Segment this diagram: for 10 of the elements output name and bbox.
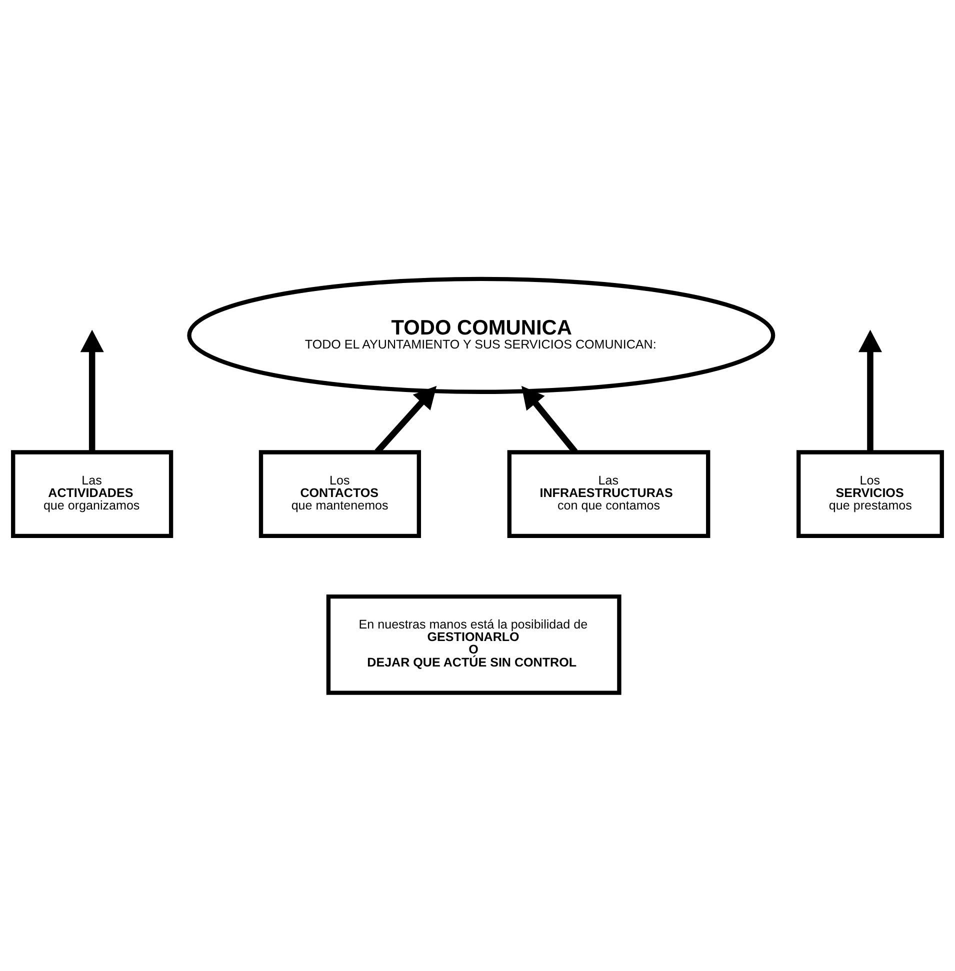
node-box: Las ACTIVIDADES que organizamos <box>11 450 174 538</box>
node-box: Los SERVICIOS que prestamos <box>796 450 944 538</box>
arrow <box>80 329 104 452</box>
node-box: Las INFRAESTRUCTURAS con que contamos <box>507 450 710 538</box>
arrow <box>374 385 437 454</box>
node-box: Los CONTACTOS que mantenemos <box>258 450 422 538</box>
node-ellipse: TODO COMUNICA TODO EL AYUNTAMIENTO Y SUS SERVICIOS COMUNICAN: <box>187 276 776 394</box>
arrow <box>521 385 578 454</box>
node-box: En nuestras manos está la posibilidad de GESTIONARLO O DEJAR QUE ACTÚE SIN CONTROL <box>326 594 622 694</box>
arrow <box>858 329 882 452</box>
